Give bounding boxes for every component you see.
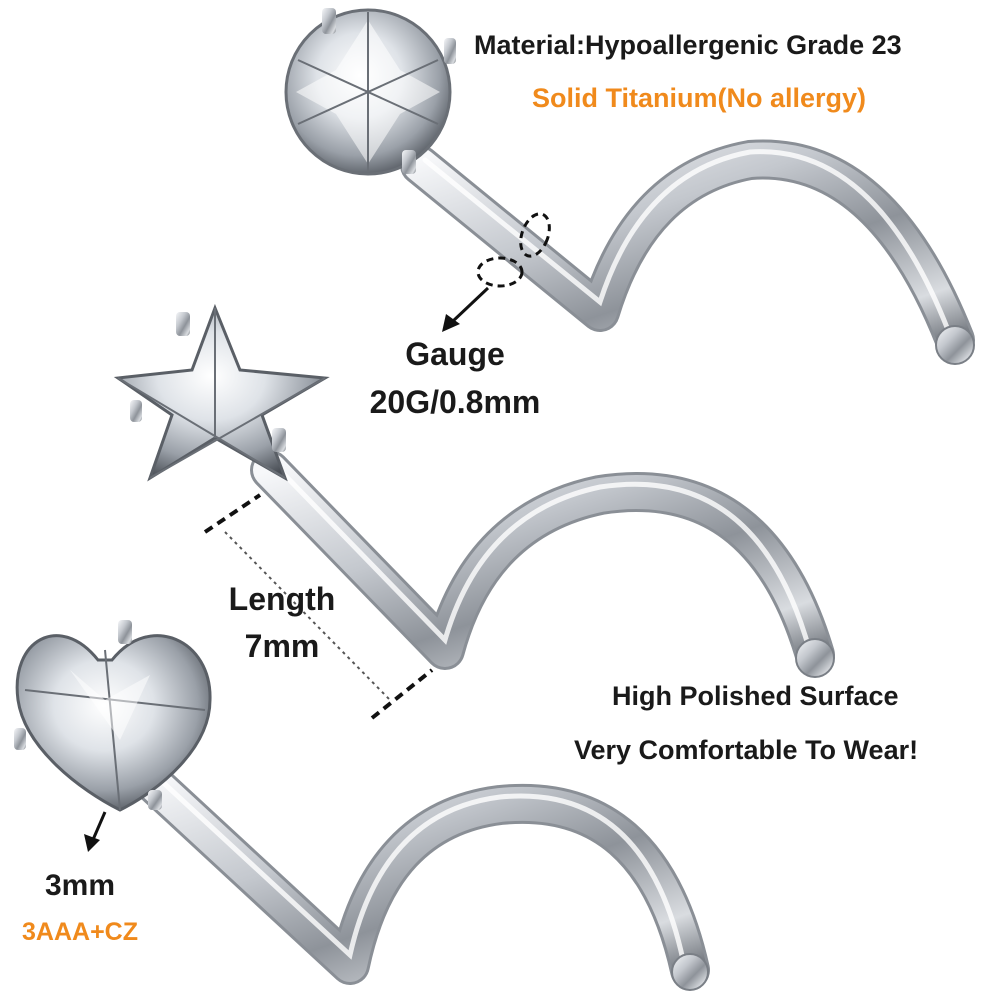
screw-tip: [795, 638, 835, 678]
surface-line-2: Very Comfortable To Wear!: [574, 735, 919, 765]
gauge-title: Gauge: [405, 336, 505, 372]
stone-grade: 3AAA+CZ: [22, 918, 138, 946]
length-value: 7mm: [244, 628, 320, 664]
material-line-1: Material:Hypoallergenic Grade 23: [474, 30, 902, 60]
heart-gem-icon: [14, 620, 212, 812]
gauge-value: 20G/0.8mm: [369, 384, 541, 420]
nose-screw-star: [113, 303, 835, 678]
round-gem-icon: [284, 8, 456, 176]
screw-tip: [671, 953, 709, 991]
material-line-2: Solid Titanium(No allergy): [532, 83, 867, 113]
screw-tip: [935, 325, 975, 365]
gauge-indicator: [442, 212, 551, 332]
stone-size: 3mm: [44, 869, 116, 902]
surface-line-1: High Polished Surface: [612, 681, 899, 711]
star-gem-icon: [113, 303, 330, 482]
length-title: Length: [228, 581, 336, 617]
length-indicator: [203, 493, 434, 720]
nose-screw-heart: [14, 620, 710, 991]
nose-screw-round: [284, 8, 975, 365]
size-arrow-icon: [84, 811, 107, 852]
